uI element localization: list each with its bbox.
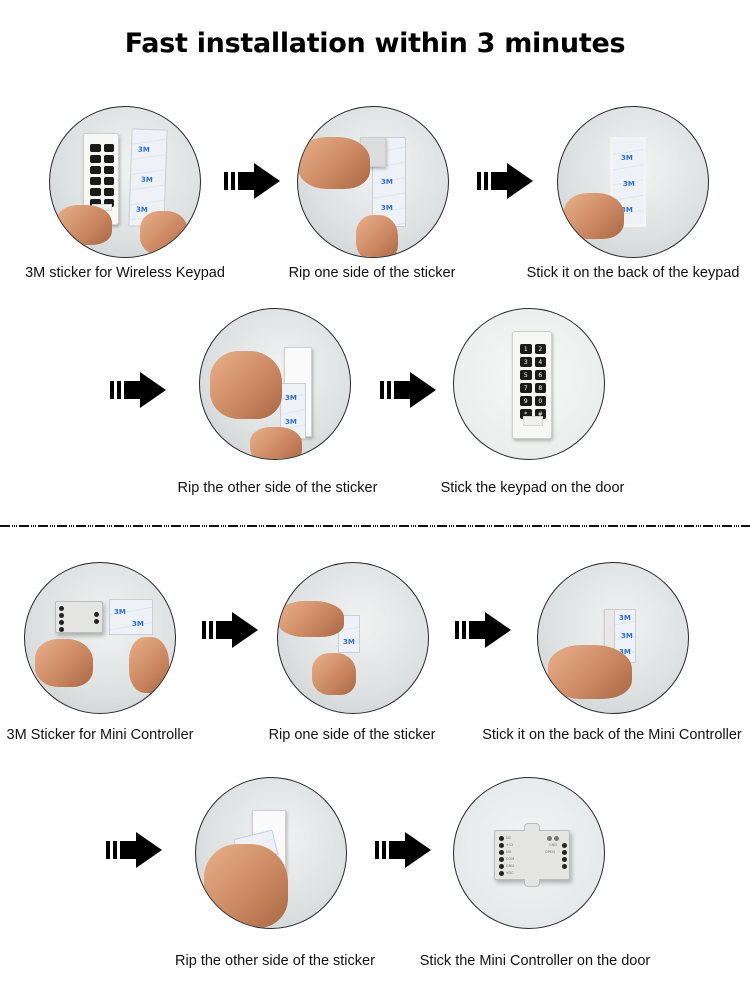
step-caption: 3M Sticker for Mini Controller [6,727,194,743]
hand [548,645,632,699]
hand [56,205,112,245]
step-caption: Rip the other side of the sticker [177,480,378,496]
step-photo-rip-other-side: 3M 3M [199,308,351,460]
step-caption: 3M sticker for Wireless Keypad [25,265,225,281]
arrow-right-icon [375,832,431,868]
step-photo-keypad-sticker: 3M 3M 3M [49,106,201,258]
step-photo-controller-sticker: 3M 3M [24,562,176,714]
hand [298,137,370,189]
hand [564,193,624,239]
hand [312,653,356,695]
step-photo-rip-one-side: 3M 3M [297,106,449,258]
mini-controller-device [55,601,103,633]
step-caption: Stick the Mini Controller on the door [419,953,651,969]
step-caption: Rip the other side of the sticker [175,953,375,969]
mini-controller-device: NC +12 NO COM GND VDC GND OPEN [494,823,570,887]
hand [210,351,282,419]
hand [129,637,169,693]
hand [356,215,398,257]
step-photo-rip-other-side-controller [195,777,347,929]
hand [35,639,93,687]
hand [250,427,302,459]
step-caption: Stick the keypad on the door [440,480,625,496]
3m-sticker: 3M 3M [109,599,153,635]
3m-sticker: 3M 3M 3M [614,609,636,663]
step-caption: Rip one side of the sticker [268,727,436,743]
page-title: Fast installation within 3 minutes [124,28,626,59]
arrow-right-icon [455,612,511,648]
arrow-right-icon [202,612,258,648]
arrow-right-icon [110,372,166,408]
step-photo-controller-on-door: NC +12 NO COM GND VDC GND OPEN [453,777,605,929]
step-caption: Stick it on the back of the Mini Control… [482,727,742,743]
hand [278,601,344,637]
hand [204,844,288,928]
hand [140,211,188,255]
step-caption: Stick it on the back of the keypad [526,265,740,281]
step-photo-stick-back-keypad: 3M 3M 3M [557,106,709,258]
dashed-divider [0,525,750,527]
arrow-right-icon [106,832,162,868]
arrow-right-icon [477,163,533,199]
step-caption: Rip one side of the sticker [288,265,456,281]
step-photo-stick-back-controller: 3M 3M 3M [537,562,689,714]
step-photo-rip-one-side-controller: 3M [277,562,429,714]
arrow-right-icon [224,163,280,199]
arrow-right-icon [380,372,436,408]
